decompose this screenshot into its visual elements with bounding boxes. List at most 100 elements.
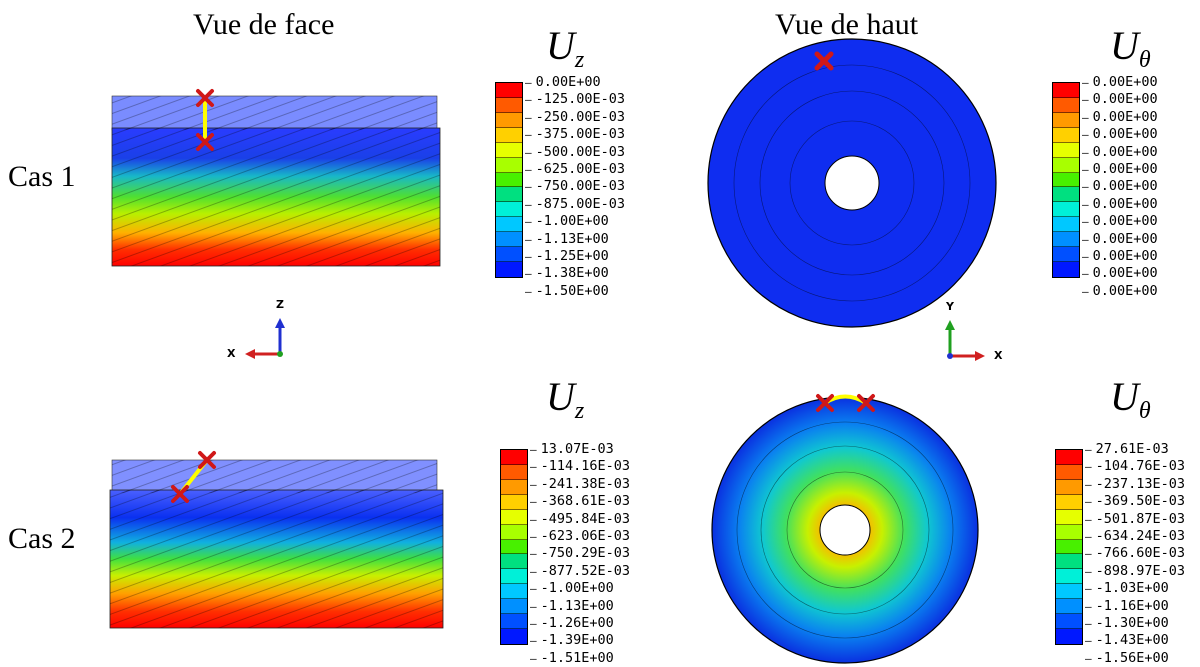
legend-value: -1.16E+00 bbox=[1085, 598, 1185, 615]
colorbar-segment bbox=[496, 247, 522, 263]
colorbar-segment bbox=[501, 539, 527, 555]
legend-value: -1.00E+00 bbox=[530, 580, 630, 597]
marker-left-case-2-top bbox=[816, 394, 834, 412]
marker-bottom bbox=[196, 133, 214, 151]
colorbar-segment bbox=[1056, 629, 1082, 644]
axis-triad-top bbox=[945, 320, 985, 361]
legend-value: -114.16E-03 bbox=[530, 458, 630, 475]
top-view-case-2 bbox=[711, 394, 979, 664]
legend-value: 0.00E+00 bbox=[1082, 109, 1158, 126]
axis-x-label-top: X bbox=[994, 349, 1003, 362]
legend-value: -1.38E+00 bbox=[525, 265, 625, 282]
colorbar-segment bbox=[1053, 187, 1079, 203]
legend-value: -501.87E-03 bbox=[1085, 511, 1185, 528]
legend-value: -1.13E+00 bbox=[530, 598, 630, 615]
legend-value: 0.00E+00 bbox=[1082, 265, 1158, 282]
colorbar-segment bbox=[496, 232, 522, 248]
colorbar-case-2-utheta bbox=[1055, 449, 1083, 645]
colorbar-segment bbox=[496, 262, 522, 277]
legend-value: 0.00E+00 bbox=[1082, 178, 1158, 195]
colorbar-segment bbox=[1056, 524, 1082, 540]
legend-value: -250.00E-03 bbox=[525, 109, 625, 126]
colorbar-segment bbox=[501, 464, 527, 480]
legend-value: -1.39E+00 bbox=[530, 632, 630, 649]
colorbar-segment bbox=[1053, 247, 1079, 263]
legend-value: -898.97E-03 bbox=[1085, 563, 1185, 580]
front-view-heading: Vue de face bbox=[193, 8, 335, 41]
legend-value: 27.61E-03 bbox=[1085, 441, 1185, 458]
legend-value: 0.00E+00 bbox=[1082, 283, 1158, 300]
colorbar-segment bbox=[1053, 262, 1079, 277]
marker-bottom-case-2 bbox=[171, 485, 189, 503]
legend-value: -634.24E-03 bbox=[1085, 528, 1185, 545]
colorbar-segment bbox=[1056, 539, 1082, 555]
legend-value: 0.00E+00 bbox=[525, 74, 625, 91]
legend-value: 0.00E+00 bbox=[1082, 196, 1158, 213]
legend-value: -1.03E+00 bbox=[1085, 580, 1185, 597]
legend-value: -1.25E+00 bbox=[525, 248, 625, 265]
legend-value: 0.00E+00 bbox=[1082, 126, 1158, 143]
front-view-case-2 bbox=[109, 451, 444, 629]
colorbar-segment bbox=[501, 569, 527, 585]
colorbar-segment bbox=[1053, 157, 1079, 173]
legend-values-case-1-utheta: 0.00E+000.00E+000.00E+000.00E+000.00E+00… bbox=[1082, 74, 1158, 300]
colorbar-segment bbox=[496, 112, 522, 128]
front-view-case-1 bbox=[111, 89, 441, 267]
colorbar-segment bbox=[1056, 464, 1082, 480]
colorbar-segment bbox=[501, 524, 527, 540]
colorbar-segment bbox=[496, 172, 522, 188]
legend-value: -237.13E-03 bbox=[1085, 476, 1185, 493]
axis-x-label-front: X bbox=[227, 347, 236, 360]
colorbar-segment bbox=[501, 584, 527, 600]
colorbar-segment bbox=[496, 202, 522, 218]
colorbar-segment bbox=[501, 450, 527, 465]
legend-value: -1.13E+00 bbox=[525, 231, 625, 248]
legend-value: -625.00E-03 bbox=[525, 161, 625, 178]
colorbar-segment bbox=[1056, 479, 1082, 495]
legend-value: 0.00E+00 bbox=[1082, 144, 1158, 161]
legend-value: -875.00E-03 bbox=[525, 196, 625, 213]
legend-value: -104.76E-03 bbox=[1085, 458, 1185, 475]
colorbar-segment bbox=[1053, 142, 1079, 158]
legend-value: -1.43E+00 bbox=[1085, 632, 1185, 649]
colorbar-segment bbox=[1056, 509, 1082, 525]
colorbar-segment bbox=[496, 83, 522, 98]
legend-value: -750.29E-03 bbox=[530, 545, 630, 562]
axis-z-label: Z bbox=[276, 298, 284, 311]
colorbar-segment bbox=[1056, 450, 1082, 465]
colorbar-segment bbox=[501, 479, 527, 495]
legend-value: -1.56E+00 bbox=[1085, 650, 1185, 667]
colorbar-segment bbox=[501, 554, 527, 570]
legend-value: -750.00E-03 bbox=[525, 178, 625, 195]
colorbar-segment bbox=[1056, 584, 1082, 600]
legend-value: -495.84E-03 bbox=[530, 511, 630, 528]
colorbar-segment bbox=[1053, 83, 1079, 98]
legend-value: -1.26E+00 bbox=[530, 615, 630, 632]
colorbar-segment bbox=[496, 97, 522, 113]
colorbar-segment bbox=[496, 217, 522, 233]
utheta-symbol-case-1: Uθ bbox=[1110, 23, 1151, 73]
colorbar-segment bbox=[501, 614, 527, 630]
colorbar-case-1-uz bbox=[495, 82, 523, 278]
colorbar-segment bbox=[496, 157, 522, 173]
colorbar-segment bbox=[501, 494, 527, 510]
colorbar-segment bbox=[1053, 172, 1079, 188]
legend-value: -766.60E-03 bbox=[1085, 545, 1185, 562]
legend-value: -1.50E+00 bbox=[525, 283, 625, 300]
colorbar-segment bbox=[496, 187, 522, 203]
legend-value: 0.00E+00 bbox=[1082, 161, 1158, 178]
marker-top bbox=[196, 89, 214, 107]
legend-value: -1.51E+00 bbox=[530, 650, 630, 667]
colorbar-segment bbox=[1056, 614, 1082, 630]
legend-value: 0.00E+00 bbox=[1082, 248, 1158, 265]
case-2-label: Cas 2 bbox=[8, 522, 76, 555]
legend-value: 0.00E+00 bbox=[1082, 213, 1158, 230]
axis-y-label: Y bbox=[946, 300, 954, 313]
top-view-heading: Vue de haut bbox=[775, 8, 919, 41]
legend-value: -375.00E-03 bbox=[525, 126, 625, 143]
colorbar-segment bbox=[1053, 127, 1079, 143]
legend-value: -368.61E-03 bbox=[530, 493, 630, 510]
case-1-label: Cas 1 bbox=[8, 160, 76, 193]
colorbar-segment bbox=[1056, 569, 1082, 585]
